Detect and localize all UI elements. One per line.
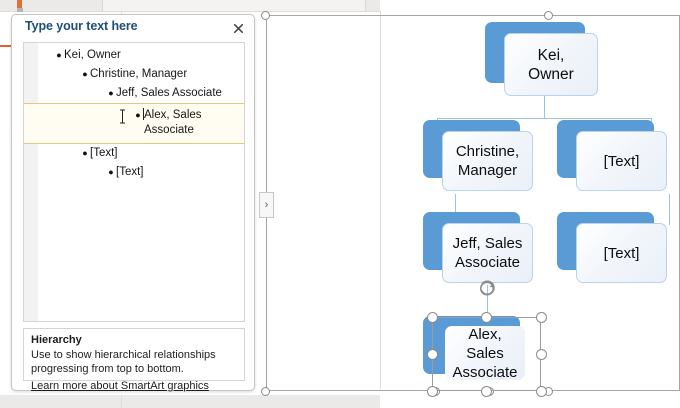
node-label: [Text] xyxy=(603,152,640,170)
list-item-label: [Text] xyxy=(116,166,144,178)
bullet-icon: ● xyxy=(82,148,88,158)
list-item-selected[interactable]: ● Alex, Sales Associate xyxy=(24,103,244,144)
text-caret xyxy=(143,108,144,120)
list-item[interactable]: ● Kei, Owner xyxy=(24,46,244,65)
indent-marker-icon[interactable] xyxy=(17,0,22,11)
list-item-label: Christine, Manager xyxy=(90,68,188,80)
smartart-text-pane: Type your text here ● Kei, Owner ● Chris… xyxy=(11,14,255,392)
learn-more-link[interactable]: Learn more about SmartArt graphics xyxy=(31,380,209,392)
ruler-segment xyxy=(102,0,366,11)
text-pane-list[interactable]: ● Kei, Owner ● Christine, Manager ● Jeff… xyxy=(23,42,245,322)
close-icon[interactable] xyxy=(228,19,248,37)
node-label: Kei,Owner xyxy=(528,46,574,83)
node-card[interactable]: Kei,Owner xyxy=(504,33,598,96)
smartart-node-kei[interactable]: Kei,Owner xyxy=(485,22,598,96)
smartart-canvas[interactable]: › Kei,Owner Christine,Manager [Text] Jef… xyxy=(259,0,680,408)
connector-line xyxy=(544,95,545,118)
layout-name: Hierarchy xyxy=(31,334,82,346)
indent-marker-base-icon[interactable] xyxy=(17,8,23,12)
list-item[interactable]: ● Christine, Manager xyxy=(24,65,244,84)
horizontal-ruler[interactable] xyxy=(0,0,380,12)
node-handle-middle-left[interactable] xyxy=(427,349,438,360)
node-handle-bottom-right[interactable] xyxy=(536,386,547,397)
node-handle-bottom-center[interactable] xyxy=(481,386,492,397)
text-cursor-icon xyxy=(119,109,126,124)
text-pane-title: Type your text here xyxy=(25,19,138,33)
connector-line xyxy=(455,194,456,225)
node-handle-bottom-left[interactable] xyxy=(427,386,438,397)
status-band xyxy=(0,395,380,408)
layout-description-box: Hierarchy Use to show hierarchical relat… xyxy=(23,328,245,392)
smartart-node-christine[interactable]: Christine,Manager xyxy=(423,120,533,191)
node-card[interactable]: [Text] xyxy=(576,223,667,283)
layout-description: Use to show hierarchical relationships p… xyxy=(31,349,216,375)
smartart-node-text-1[interactable]: [Text] xyxy=(557,120,667,191)
connector-line xyxy=(487,285,488,318)
rotate-handle-icon[interactable] xyxy=(478,279,496,297)
smartart-node-text-2[interactable]: [Text] xyxy=(557,212,667,283)
list-item-label: [Text] xyxy=(90,147,118,159)
node-card[interactable]: [Text] xyxy=(576,131,667,191)
bullet-icon: ● xyxy=(108,88,114,98)
list-item[interactable]: ● [Text] xyxy=(24,144,244,163)
node-handle-middle-right[interactable] xyxy=(536,349,547,360)
text-pane-header: Type your text here xyxy=(12,15,254,42)
connector-line xyxy=(437,118,651,119)
bullet-icon: ● xyxy=(108,167,114,177)
list-item[interactable]: ● [Text] xyxy=(24,163,244,182)
node-handle-top-right[interactable] xyxy=(536,312,547,323)
frame-handle-bottom-left[interactable] xyxy=(261,387,270,396)
node-handle-top-center[interactable] xyxy=(481,312,492,323)
status-band-divider xyxy=(121,395,122,408)
node-handle-top-left[interactable] xyxy=(427,312,438,323)
connector-line xyxy=(669,194,670,225)
list-item-label: Alex, Sales Associate xyxy=(144,109,202,136)
list-item-label: Jeff, Sales Associate xyxy=(116,87,222,99)
frame-handle-top-center[interactable] xyxy=(544,11,553,20)
list-item-label: Kei, Owner xyxy=(64,49,121,61)
bullet-icon: ● xyxy=(135,110,141,120)
node-label: [Text] xyxy=(603,244,640,262)
frame-handle-top-left[interactable] xyxy=(261,11,270,20)
bullet-icon: ● xyxy=(82,69,88,79)
bullet-icon: ● xyxy=(56,50,62,60)
node-selection-box xyxy=(432,317,541,391)
text-pane-toggle-button[interactable]: › xyxy=(259,192,274,218)
node-card[interactable]: Christine,Manager xyxy=(442,131,533,191)
list-item[interactable]: ● Jeff, Sales Associate xyxy=(24,84,244,103)
node-label: Christine,Manager xyxy=(455,143,520,179)
